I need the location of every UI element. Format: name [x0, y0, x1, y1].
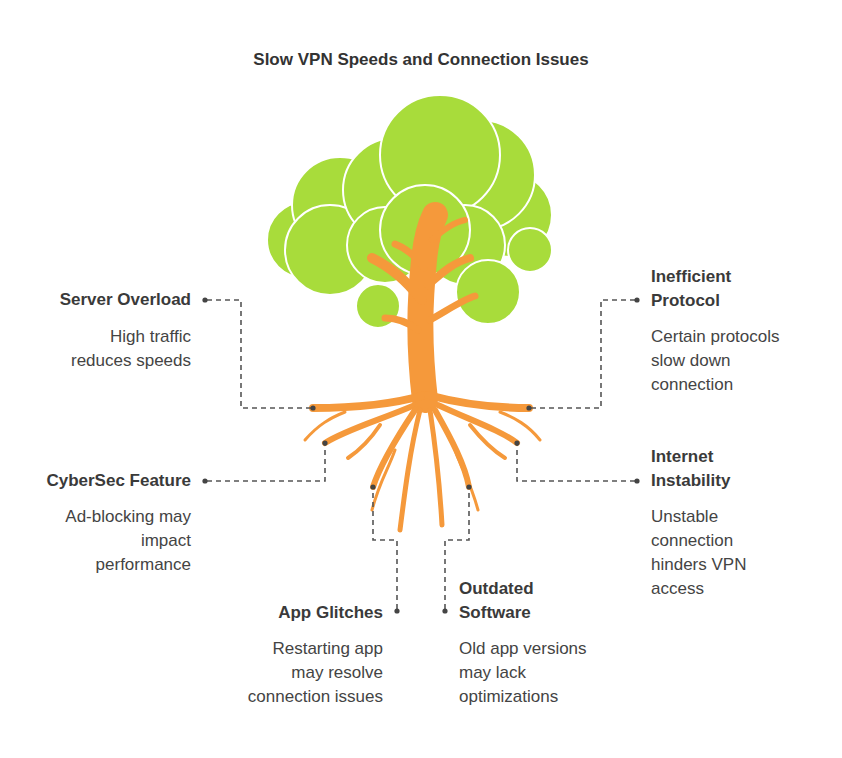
diagram-title: Slow VPN Speeds and Connection Issues: [0, 49, 842, 71]
tree-canopy: [267, 95, 552, 328]
callout-description: Unstable connection hinders VPN access: [651, 505, 759, 601]
callout-heading: Internet Instability: [651, 445, 763, 493]
leader-dots: [202, 297, 639, 613]
callout-heading: App Glitches: [233, 601, 383, 625]
callout-heading: Server Overload: [21, 288, 191, 312]
callout-heading: Inefficient Protocol: [651, 265, 771, 313]
callout-description: Certain protocols slow down connection: [651, 325, 811, 397]
callout-description: Old app versions may lack optimizations: [459, 637, 611, 709]
callout-heading: CyberSec Feature: [16, 469, 191, 493]
tree-trunk: [305, 215, 540, 530]
callout-heading: Outdated Software: [459, 577, 571, 625]
leader-lines: [207, 300, 635, 609]
callout-description: Ad-blocking may impact performance: [45, 505, 191, 577]
callout-description: Restarting app may resolve connection is…: [237, 637, 383, 709]
callout-description: High traffic reduces speeds: [59, 325, 191, 373]
